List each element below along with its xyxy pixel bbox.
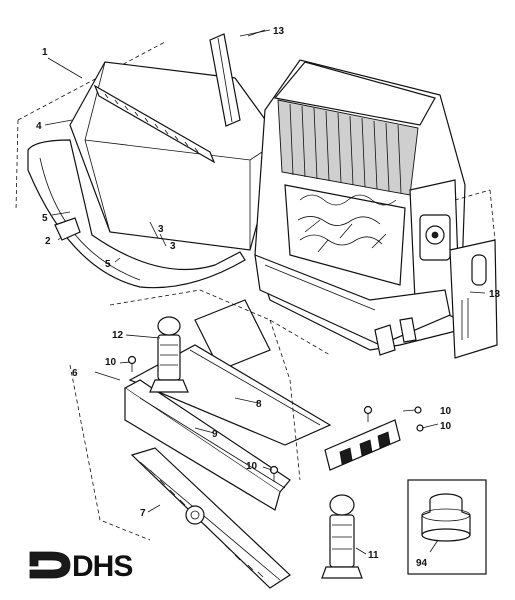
dhs-logo: DHS — [29, 550, 133, 583]
logo-text: DHS — [72, 550, 132, 583]
fuel-bed-coals — [284, 184, 406, 286]
ashpan-decor-marks — [149, 469, 264, 578]
callout-9: 9 — [212, 429, 218, 440]
callout-3a: 3 — [158, 224, 164, 235]
callout-1: 1 — [42, 47, 48, 58]
callout-13a: 13 — [273, 26, 285, 37]
callout-6: 6 — [72, 368, 78, 379]
top-profile-bar — [209, 29, 271, 127]
fixing-screws — [127, 355, 424, 482]
callout-2: 2 — [45, 236, 51, 247]
callout-4: 4 — [36, 121, 42, 132]
callout-10d: 10 — [246, 461, 258, 472]
logo-mark-icon — [29, 551, 71, 579]
part-2-bracket — [54, 217, 81, 241]
callout-8: 8 — [256, 399, 262, 410]
callout-12: 12 — [112, 330, 124, 341]
callout-10b: 10 — [440, 406, 452, 417]
inset-detail-94 — [407, 479, 487, 575]
callout-10c: 10 — [440, 421, 452, 432]
leg-right — [321, 494, 363, 579]
callout-3b: 3 — [170, 241, 176, 252]
radiant-grille — [277, 99, 419, 196]
callout-13b: 13 — [489, 289, 501, 300]
callout-11: 11 — [368, 550, 379, 561]
leg-left — [149, 316, 189, 393]
ashpan-rosette — [185, 505, 205, 525]
cover-hood — [15, 41, 281, 289]
callout-5b: 5 — [105, 259, 111, 270]
callout-10a: 10 — [105, 357, 117, 368]
side-profile-bar — [449, 189, 498, 359]
hood-vent-slots — [104, 93, 199, 153]
callout-7: 7 — [140, 508, 146, 519]
front-trim-bar — [123, 379, 291, 511]
side-front-panel — [324, 419, 401, 471]
callout-5a: 5 — [42, 213, 48, 224]
control-knob-housing — [419, 214, 451, 261]
callout-94: 94 — [416, 558, 428, 569]
fire-body — [254, 59, 466, 356]
ashpan-front-cover — [130, 447, 291, 589]
